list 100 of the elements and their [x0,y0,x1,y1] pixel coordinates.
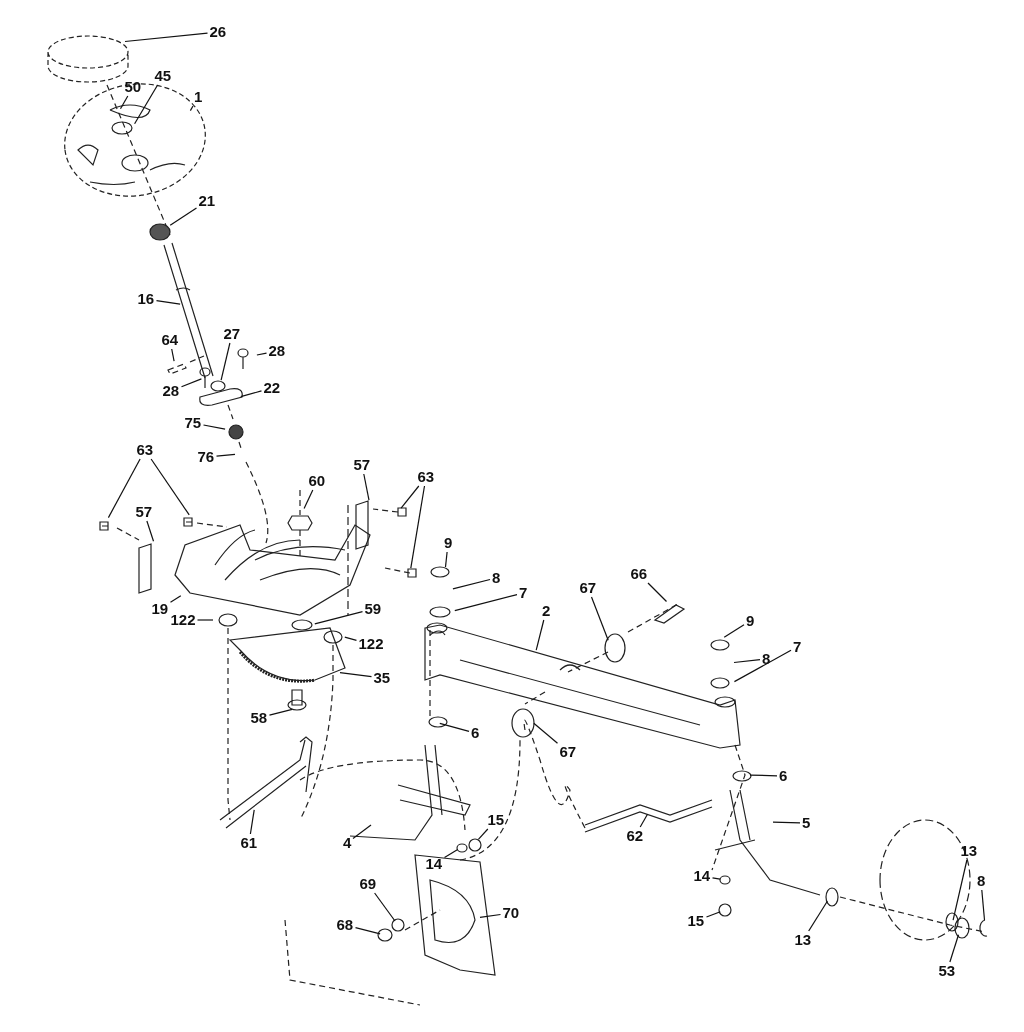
callout-number: 15 [487,812,505,828]
leader-line [533,722,559,744]
leader-line [196,619,214,621]
leader-line [146,520,155,542]
callout-number: 67 [579,580,597,596]
leader-line [189,105,194,112]
leader-line [268,708,293,716]
leader-line [314,611,364,625]
leader-line [363,473,370,501]
leader-line [155,300,181,305]
leader-line [171,348,175,362]
leader-line [981,889,986,921]
leader-line [107,458,141,519]
callout-number: 14 [693,868,711,884]
leader-line [949,934,960,963]
callout-number: 21 [198,193,216,209]
leader-line [202,424,226,430]
leader-line [647,582,668,603]
leader-line [410,485,426,569]
leader-line [400,485,420,509]
callout-number: 70 [502,905,520,921]
leader-line [439,722,470,732]
callout-number: 57 [135,504,153,520]
leader-line [808,900,828,932]
leader-line [705,911,721,918]
callout-number: 4 [343,835,352,851]
leader-line [444,551,448,568]
callout-number: 68 [336,917,354,933]
leader-line [443,849,459,859]
leader-line [256,352,268,356]
callout-number: 45 [154,68,172,84]
callout-number: 35 [373,670,391,686]
leader-line [639,813,649,828]
callout-number: 76 [197,449,215,465]
callout-number: 64 [161,332,179,348]
callout-number: 9 [746,613,755,629]
leader-line [590,596,609,641]
callout-number: 63 [417,469,435,485]
leader-line [303,489,314,510]
leader-line [215,453,236,457]
callout-number: 22 [263,380,281,396]
leader-line [124,32,209,43]
callout-number: 2 [542,603,551,619]
leader-line [374,892,396,922]
callout-number: 61 [240,835,258,851]
callout-number: 69 [359,876,377,892]
callout-number: 16 [137,291,155,307]
leader-line [339,672,373,678]
callout-number: 13 [794,932,812,948]
callout-number: 9 [444,535,453,551]
callout-number: 57 [353,457,371,473]
leader-line [150,458,190,516]
leader-line [119,95,129,110]
leader-line [134,84,159,125]
leader-line [479,913,502,918]
leader-line [452,578,491,590]
leader-line [733,659,761,664]
leader-line [344,636,358,641]
callout-number: 6 [471,725,480,741]
callout-number: 15 [687,913,705,929]
callout-number: 63 [136,442,154,458]
callout-number: 7 [519,585,528,601]
callout-number: 8 [492,570,501,586]
callout-number: 5 [802,815,811,831]
callout-number: 66 [630,566,648,582]
callout-number: 122 [358,636,384,652]
leader-line [772,821,801,824]
leader-line [354,927,381,935]
callout-number: 8 [762,651,771,667]
callout-number: 58 [250,710,268,726]
leader-line [454,594,518,612]
callout-number: 27 [223,326,241,342]
leader-line [952,859,968,921]
leader-line [723,624,745,638]
callout-number: 14 [425,856,443,872]
leader-line [733,649,792,683]
callout-number: 8 [977,873,986,889]
callout-number: 13 [960,843,978,859]
callout-number: 67 [559,744,577,760]
callout-number: 122 [170,612,196,628]
leader-line [169,595,182,603]
callout-number: 6 [779,768,788,784]
callout-number: 26 [209,24,227,40]
callout-number: 7 [793,639,802,655]
leader-line [477,828,489,840]
leader-line [220,342,231,381]
callout-number: 28 [162,383,180,399]
leader-line [240,390,263,398]
callout-number: 28 [268,343,286,359]
callout-number: 19 [151,601,169,617]
leader-line [352,824,372,840]
callout-number: 62 [626,828,644,844]
leader-line [749,774,778,777]
callout-number: 50 [124,79,142,95]
leader-line [535,619,545,651]
callout-number: 1 [194,89,203,105]
leader-line [249,809,255,835]
leader-line [169,207,198,226]
leader-line [711,877,721,880]
callout-number: 60 [308,473,326,489]
